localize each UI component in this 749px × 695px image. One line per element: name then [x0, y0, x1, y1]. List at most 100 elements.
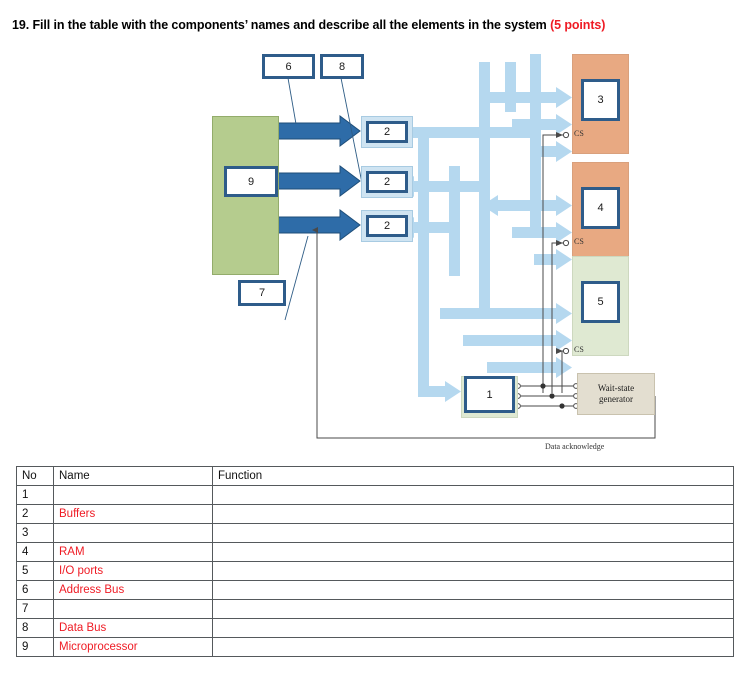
- bus-trunk-b: [449, 166, 460, 276]
- callout-9-label: 9: [247, 175, 255, 188]
- bus-seg-m4-3: [534, 254, 559, 265]
- table-row: 7: [16, 599, 734, 619]
- data-acknowledge-path: [312, 227, 656, 439]
- header-function: Function: [212, 466, 734, 486]
- bus-seg-box1: [418, 386, 448, 397]
- leader-6: [287, 77, 297, 125]
- question-text: 19. Fill in the table with the component…: [12, 18, 551, 32]
- cs-arrowheads: [556, 132, 563, 354]
- row-2-function[interactable]: [212, 504, 734, 524]
- row-8-no: 8: [16, 618, 54, 638]
- bus-seg-m5-1: [440, 308, 559, 319]
- callout-8[interactable]: 8: [320, 54, 364, 79]
- row-5-no: 5: [16, 561, 54, 581]
- module-1[interactable]: 1: [464, 376, 515, 413]
- cs-label-5: CS: [574, 345, 584, 354]
- row-2-no: 2: [16, 504, 54, 524]
- table-row: 1: [16, 485, 734, 505]
- table-row: 2 Buffers: [16, 504, 734, 524]
- bus-feeder-top: [410, 127, 530, 138]
- row-9-name[interactable]: Microprocessor: [53, 637, 213, 657]
- bus-seg-m5-3: [487, 362, 559, 373]
- buffer-bottom[interactable]: 2: [361, 210, 413, 242]
- wire-junction-dots: [540, 383, 565, 409]
- bus-arrowheads-right: [445, 87, 572, 402]
- row-5-function[interactable]: [212, 561, 734, 581]
- buffer-middle[interactable]: 2: [361, 166, 413, 198]
- bus-seg-m3-1: [487, 92, 559, 103]
- row-1-no: 1: [16, 485, 54, 505]
- bus-seg-m3-3: [534, 146, 559, 157]
- table-row: 3: [16, 523, 734, 543]
- row-3-name[interactable]: [53, 523, 213, 543]
- leader-8: [340, 77, 363, 184]
- module-3-label: 3: [597, 94, 604, 106]
- address-bus-arrow: [276, 115, 361, 147]
- callout-6-label: 6: [285, 60, 292, 73]
- module-4-label: 4: [597, 202, 604, 214]
- row-9-no: 9: [16, 637, 54, 657]
- buffer-middle-label: 2: [383, 176, 391, 188]
- row-7-function[interactable]: [212, 599, 734, 619]
- cs-label-4: CS: [574, 237, 584, 246]
- row-1-name[interactable]: [53, 485, 213, 505]
- callout-9[interactable]: 9: [224, 166, 278, 197]
- bus-feeder-mid-a: [410, 181, 490, 192]
- cs-label-3: CS: [574, 129, 584, 138]
- bus-seg-m3-2: [512, 119, 559, 130]
- row-2-name[interactable]: Buffers: [53, 504, 213, 524]
- module-5[interactable]: 5: [581, 281, 620, 323]
- row-9-function[interactable]: [212, 637, 734, 657]
- buffer-bottom-label: 2: [383, 220, 391, 232]
- row-7-name[interactable]: [53, 599, 213, 619]
- components-table: No Name Function 1 2 Buffers 3 4 RAM 5 I…: [16, 466, 734, 657]
- table-row: 8 Data Bus: [16, 618, 734, 638]
- bus-trunk-d: [505, 62, 516, 112]
- question-points: (5 points): [550, 18, 606, 32]
- row-6-name[interactable]: Address Bus: [53, 580, 213, 600]
- row-4-name[interactable]: RAM: [53, 542, 213, 562]
- row-7-no: 7: [16, 599, 54, 619]
- row-1-function[interactable]: [212, 485, 734, 505]
- wait-state-generator[interactable]: Wait-state generator: [577, 373, 655, 415]
- row-6-function[interactable]: [212, 580, 734, 600]
- callout-7-label: 7: [258, 287, 266, 299]
- leader-7: [284, 235, 309, 321]
- module-3[interactable]: 3: [581, 79, 620, 121]
- callout-7[interactable]: 7: [238, 280, 286, 306]
- row-4-no: 4: [16, 542, 54, 562]
- wait-state-line-1: Wait-state: [597, 383, 635, 393]
- row-8-name[interactable]: Data Bus: [53, 618, 213, 638]
- wait-state-line-2: generator: [599, 394, 633, 404]
- system-block-diagram: 6 8 7 9 2 2 2 3 CS 4 CS 5 CS: [0, 40, 749, 465]
- row-4-function[interactable]: [212, 542, 734, 562]
- row-5-name[interactable]: I/O ports: [53, 561, 213, 581]
- question-heading: 19. Fill in the table with the component…: [12, 18, 742, 32]
- row-3-function[interactable]: [212, 523, 734, 543]
- table-row: 9 Microprocessor: [16, 637, 734, 657]
- row-6-no: 6: [16, 580, 54, 600]
- callout-6[interactable]: 6: [262, 54, 315, 79]
- data-acknowledge-label: Data acknowledge: [545, 442, 605, 451]
- bus-feeder-mid-b: [410, 222, 455, 233]
- cs-terminals: [562, 131, 570, 355]
- table-row: 4 RAM: [16, 542, 734, 562]
- callout-leader-lines: [284, 77, 363, 321]
- module-1-label: 1: [486, 388, 493, 401]
- table-row: 6 Address Bus: [16, 580, 734, 600]
- row-8-function[interactable]: [212, 618, 734, 638]
- header-name: Name: [53, 466, 213, 486]
- wait-state-wires: [521, 385, 573, 407]
- callout-8-label: 8: [338, 60, 346, 73]
- module-4[interactable]: 4: [581, 187, 620, 229]
- bus-seg-m4-2: [512, 227, 559, 238]
- bus-seg-m5-2: [463, 335, 559, 346]
- bus-trunk-e: [530, 54, 541, 234]
- table-row: 5 I/O ports: [16, 561, 734, 581]
- bus-trunk-a: [418, 127, 429, 397]
- table-header-row: No Name Function: [16, 466, 734, 486]
- module-5-label: 5: [597, 296, 604, 308]
- buffer-top[interactable]: 2: [361, 116, 413, 148]
- header-no: No: [16, 466, 54, 486]
- row-3-no: 3: [16, 523, 54, 543]
